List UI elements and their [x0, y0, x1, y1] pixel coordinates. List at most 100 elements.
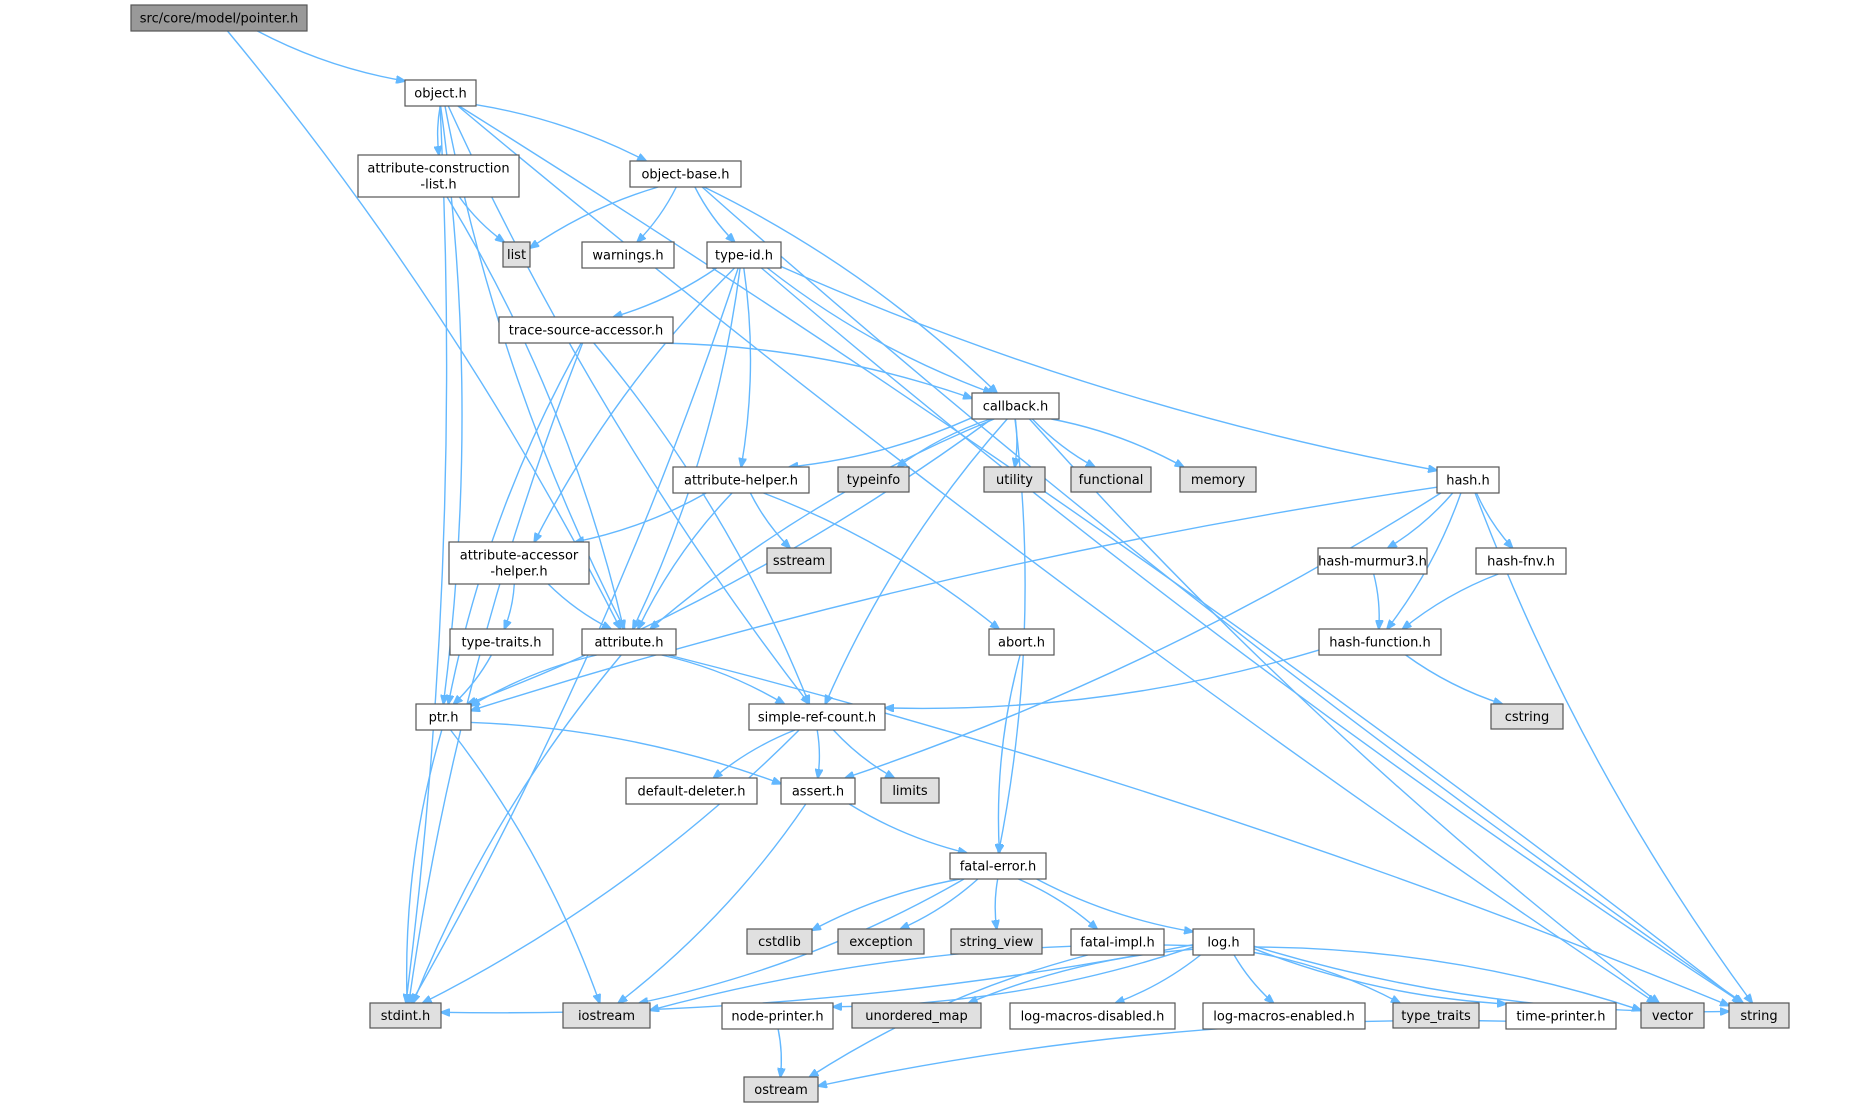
- node-box-list: [502, 241, 531, 268]
- node-exception: exception: [837, 928, 925, 955]
- edge-tracesrc-to-simpleref: [593, 342, 809, 704]
- node-label-nodeprinter: node-printer.h: [731, 1010, 823, 1025]
- node-pointer[interactable]: src/core/model/pointer.h: [130, 4, 308, 32]
- node-log[interactable]: log.h: [1192, 928, 1255, 956]
- node-box-memory: [1179, 466, 1257, 493]
- node-utility: utility: [983, 466, 1046, 493]
- edge-fatalerror-to-stringview: [995, 878, 998, 929]
- node-fatalimpl[interactable]: fatal-impl.h: [1070, 928, 1165, 956]
- node-box-abort: [988, 628, 1055, 656]
- node-label-tracesrc: trace-source-accessor.h: [509, 324, 663, 339]
- node-typeid[interactable]: type-id.h: [706, 241, 782, 269]
- node-assert[interactable]: assert.h: [780, 777, 856, 805]
- edge-hash-to-hashfunc: [1387, 492, 1462, 629]
- edge-nodeprinter-to-ostream: [778, 1028, 781, 1077]
- node-ptr[interactable]: ptr.h: [415, 703, 472, 731]
- node-label-sstream: sstream: [773, 554, 825, 569]
- node-iostream: iostream: [562, 1002, 651, 1029]
- node-label-ptr: ptr.h: [429, 711, 459, 726]
- node-box-log: [1192, 928, 1255, 956]
- node-box-unorderedmap: [851, 1002, 982, 1029]
- edge-attracc-to-typetraits: [504, 583, 515, 629]
- edge-log-to-stdint: [441, 944, 1194, 1013]
- node-label-memory: memory: [1191, 473, 1246, 488]
- node-defdeleter[interactable]: default-deleter.h: [625, 777, 758, 805]
- node-timeprinter[interactable]: time-printer.h: [1505, 1002, 1617, 1030]
- edge-typeid-to-attracc: [534, 267, 735, 542]
- node-logdisabled[interactable]: log-macros-disabled.h: [1009, 1002, 1176, 1030]
- node-cstring: cstring: [1490, 703, 1564, 730]
- node-label-logenabled: log-macros-enabled.h: [1213, 1010, 1354, 1025]
- node-limits: limits: [880, 777, 940, 804]
- node-label-string: string: [1740, 1009, 1777, 1024]
- edge-fatalerror-to-fatalimpl: [1018, 878, 1097, 929]
- edge-fatalerror-to-exception: [900, 878, 979, 929]
- edge-objectbase-to-warnings: [637, 186, 677, 242]
- node-box-ostream: [743, 1076, 819, 1103]
- node-box-logenabled: [1202, 1002, 1366, 1030]
- node-attrconst[interactable]: attribute-construction-list.h: [357, 154, 520, 198]
- edge-attrhelper-to-abort: [763, 492, 1000, 629]
- edge-assert-to-fatalerror: [848, 803, 967, 853]
- edge-simpleref-to-defdeleter: [714, 729, 796, 778]
- node-stringview: string_view: [950, 928, 1043, 955]
- node-murmur[interactable]: hash-murmur3.h: [1317, 547, 1428, 575]
- node-simpleref[interactable]: simple-ref-count.h: [748, 703, 886, 731]
- node-hash[interactable]: hash.h: [1436, 466, 1500, 494]
- node-nodeprinter[interactable]: node-printer.h: [721, 1002, 834, 1030]
- edge-attrhelper-to-attracc: [575, 492, 707, 542]
- node-callback[interactable]: callback.h: [971, 392, 1060, 420]
- node-warnings[interactable]: warnings.h: [581, 241, 675, 269]
- node-box-assert: [780, 777, 856, 805]
- edge-fatalerror-to-log: [1036, 878, 1193, 932]
- node-label-type_traits: type_traits: [1401, 1009, 1471, 1024]
- node-box-defdeleter: [625, 777, 758, 805]
- edge-log-to-timeprinter: [1253, 948, 1506, 1004]
- node-sstream: sstream: [766, 547, 832, 574]
- node-label-objectbase: object-base.h: [641, 168, 729, 183]
- edge-objectbase-to-string: [701, 186, 1743, 1003]
- edge-object-to-stdint: [406, 105, 448, 1003]
- node-box-attrconst: [357, 154, 520, 198]
- node-attracc[interactable]: attribute-accessor-helper.h: [448, 541, 590, 585]
- node-label-stringview: string_view: [960, 935, 1034, 950]
- edge-attrhelper-to-attribute: [638, 492, 733, 629]
- node-box-typetraits: [449, 628, 554, 656]
- node-label-exception: exception: [849, 935, 913, 950]
- node-logenabled[interactable]: log-macros-enabled.h: [1202, 1002, 1366, 1030]
- node-label-log: log.h: [1207, 936, 1239, 951]
- node-object[interactable]: object.h: [404, 79, 477, 107]
- edge-simpleref-to-limits: [832, 729, 894, 778]
- node-unorderedmap: unordered_map: [851, 1002, 982, 1029]
- node-box-exception: [837, 928, 925, 955]
- node-objectbase[interactable]: object-base.h: [629, 160, 742, 188]
- node-memory: memory: [1179, 466, 1257, 493]
- node-abort[interactable]: abort.h: [988, 628, 1055, 656]
- edge-attrconst-to-attribute: [446, 196, 624, 629]
- node-box-murmur: [1317, 547, 1428, 575]
- edge-simpleref-to-stdint: [423, 729, 800, 1003]
- edge-fatalerror-to-cstdlib: [812, 878, 961, 930]
- node-hashfunc[interactable]: hash-function.h: [1318, 628, 1442, 656]
- node-label-attribute: attribute.h: [594, 636, 663, 651]
- node-box-pointer: [130, 4, 308, 32]
- node-box-sstream: [766, 547, 832, 574]
- node-vector: vector: [1640, 1002, 1705, 1029]
- node-label-typeinfo: typeinfo: [847, 473, 900, 488]
- edge-murmur-to-hashfunc: [1373, 573, 1380, 629]
- node-label-unorderedmap: unordered_map: [865, 1009, 968, 1024]
- edge-callback-to-functional: [1031, 418, 1094, 467]
- node-box-limits: [880, 777, 940, 804]
- node-box-timeprinter: [1505, 1002, 1617, 1030]
- node-typetraits[interactable]: type-traits.h: [449, 628, 554, 656]
- node-label-stdint: stdint.h: [381, 1009, 430, 1024]
- node-box-typeid: [706, 241, 782, 269]
- node-fatalerror[interactable]: fatal-error.h: [949, 852, 1047, 880]
- node-fnv[interactable]: hash-fnv.h: [1475, 547, 1567, 575]
- node-tracesrc[interactable]: trace-source-accessor.h: [498, 316, 674, 344]
- edge-hash-to-assert: [845, 492, 1442, 778]
- edge-object-to-string: [458, 105, 1741, 1003]
- node-attribute[interactable]: attribute.h: [581, 628, 677, 656]
- node-attrhelper[interactable]: attribute-helper.h: [672, 466, 810, 494]
